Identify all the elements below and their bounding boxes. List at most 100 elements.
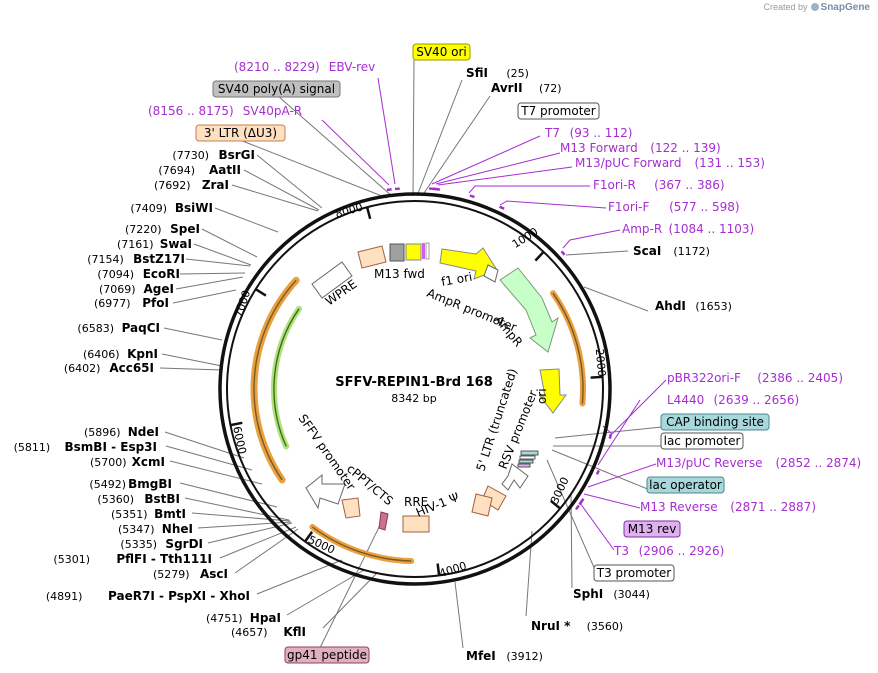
restriction-site: SpeI (7220) (125, 222, 200, 236)
gp41-box (378, 511, 389, 531)
site-position: (5351) (111, 508, 148, 521)
site-name: Acc65I (109, 361, 154, 375)
site-name: BsiWI (175, 201, 213, 215)
label-ori: ori (535, 388, 549, 404)
primer-range: (2852 .. 2874) (776, 456, 862, 470)
site-position: (6402) (64, 362, 101, 375)
plasmid-length: 8342 bp (391, 392, 436, 405)
site-position: (5700) (90, 456, 127, 469)
feature-box-label: 3' LTR (ΔU3) (204, 126, 277, 140)
primer: F1ori-F(577 .. 598) (608, 200, 740, 214)
site-name: AscI (200, 567, 228, 581)
tick-mark (590, 375, 603, 379)
primer: Amp-R(1084 .. 1103) (622, 222, 754, 236)
tick-label: 7000 (232, 289, 253, 320)
site-position: (7692) (154, 179, 191, 192)
snapgene-logo-icon (810, 3, 819, 11)
t7-mark (425, 242, 430, 260)
site-position: (7154) (87, 253, 124, 266)
ltr5-box (481, 485, 507, 511)
restriction-site: PaqCI(6583) (77, 321, 160, 335)
restriction-site: XcmI (5700) (90, 455, 165, 469)
primer: pBR322ori-F(2386 .. 2405) (667, 371, 843, 385)
site-position: (7220) (125, 223, 162, 236)
tick-label: 3000 (548, 475, 572, 506)
primer-name: Amp-R (622, 222, 662, 236)
primer-bar (499, 205, 505, 210)
primer-range: (131 .. 153) (695, 156, 765, 170)
restriction-site: AgeI(7069) (99, 282, 174, 296)
site-name: SpeI (170, 222, 200, 236)
site-name: NdeI (128, 425, 159, 439)
site-name: PfoI (142, 296, 169, 310)
primer-bar (560, 250, 566, 256)
primer: (8156 .. 8175)SV40pA-R (148, 104, 302, 118)
tick-mark (550, 499, 561, 510)
restriction-site: BstZ17I (7154) (87, 252, 185, 266)
site-position: (3912) (506, 650, 543, 663)
site-name: SfiI (466, 66, 488, 80)
restriction-site: BstBI(5360) (97, 492, 180, 506)
restriction-site: BsrGI (7730) (172, 148, 255, 162)
sv40-ori-box (405, 243, 422, 261)
label-m13fwd: M13 fwd (374, 267, 425, 281)
primer-range: (367 .. 386) (654, 178, 724, 192)
site-position: (3044) (613, 588, 650, 601)
restriction-site: BsiWI (7409) (130, 201, 213, 215)
primer: M13/pUC Forward (131 .. 153) (575, 156, 765, 170)
primer-range: (2639 .. 2656) (714, 393, 800, 407)
primer-bar (469, 194, 475, 199)
site-position: (7409) (130, 202, 167, 215)
site-position: (3560) (587, 620, 624, 633)
feature-box-label: SV40 poly(A) signal (218, 82, 335, 96)
site-labels: SfiI(25)AvrII(72)ScaI(1172)AhdI(1653)Sph… (14, 66, 732, 663)
feature-box-label: M13 rev (628, 522, 677, 536)
primer-range: (8156 .. 8175) (148, 104, 234, 118)
site-name: HpaI (250, 611, 281, 625)
site-position: (7069) (99, 283, 136, 296)
primer-labels: (8210 .. 8229)EBV-rev(8156 .. 8175)SV40p… (148, 60, 861, 558)
label-rre: RRE (404, 495, 428, 509)
site-name: XcmI (132, 455, 165, 469)
primer-bar (608, 433, 613, 440)
primer-name: M13/pUC Forward (575, 156, 682, 170)
primer-name: F1ori-F (608, 200, 649, 214)
restriction-site: BmtI(5351) (111, 507, 186, 521)
site-position: (7730) (172, 149, 209, 162)
site-name: BstZ17I (133, 252, 185, 266)
restriction-site: AvrII(72) (491, 81, 562, 95)
site-name: AhdI (655, 299, 686, 313)
credit-prefix: Created by (763, 2, 808, 12)
tick-label: 2000 (593, 348, 608, 377)
site-position: (25) (506, 67, 529, 80)
site-name: BsrGI (218, 148, 255, 162)
tick-label: 6000 (230, 425, 249, 455)
site-name: NruI * (531, 619, 571, 633)
site-position: (7694) (158, 164, 195, 177)
restriction-site: PfoI(6977) (94, 296, 169, 310)
restriction-site: PflFI - Tth111I(5301) (53, 552, 212, 566)
restriction-site: NruI * (3560) (531, 619, 623, 633)
ampr-arrow (499, 267, 559, 353)
primer: L4440(2639 .. 2656) (667, 393, 799, 407)
primer-bar (578, 500, 583, 506)
primer-range: (122 .. 139) (650, 141, 720, 155)
restriction-site: AatII(7694) (158, 163, 241, 177)
restriction-site: SfiI (25) (466, 66, 529, 80)
primer-name: EBV-rev (329, 60, 375, 74)
site-name: SphI (573, 587, 603, 601)
tick-mark (255, 288, 267, 297)
site-name: PflFI - Tth111I (116, 552, 212, 566)
primer-name: M13 Reverse (640, 500, 718, 514)
primer-bar (434, 187, 441, 191)
restriction-site: SphI (3044) (573, 587, 650, 601)
primer: T3(2906 .. 2926) (613, 544, 724, 558)
site-position: (5347) (118, 523, 155, 536)
rsv-promoter-arrow (501, 463, 529, 491)
site-name: KflI (283, 625, 306, 639)
feature-box (212, 80, 341, 98)
primer-bar (595, 469, 600, 475)
feature-box (412, 43, 471, 61)
